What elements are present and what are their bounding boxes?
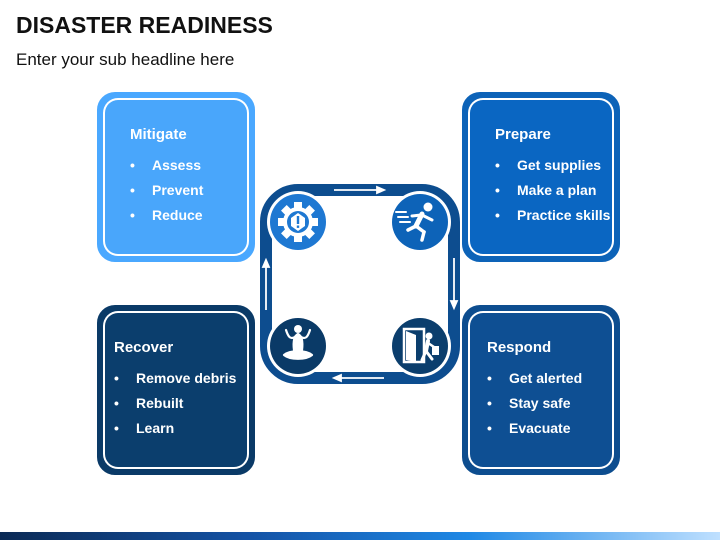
card-recover: Recover Remove debris Rebuilt Learn <box>97 305 255 475</box>
exit-door-icon <box>389 315 451 377</box>
list-item: Evacuate <box>487 416 617 441</box>
list-item: Stay safe <box>487 391 617 416</box>
card-mitigate: Mitigate Assess Prevent Reduce <box>97 92 255 262</box>
card-prepare: Prepare Get supplies Make a plan Practic… <box>462 92 620 262</box>
cycle-diagram <box>260 184 460 384</box>
gear-alert-icon <box>267 191 329 253</box>
list-item: Get alerted <box>487 366 617 391</box>
arrow-left-head <box>261 257 271 268</box>
meditation-icon <box>267 315 329 377</box>
arrow-bottom-head <box>331 373 342 383</box>
list-item: Remove debris <box>114 366 252 391</box>
card-list: Assess Prevent Reduce <box>130 153 252 228</box>
list-item: Reduce <box>130 203 252 228</box>
arrow-right-head <box>449 300 459 311</box>
list-item: Assess <box>130 153 252 178</box>
page-title: DISASTER READINESS <box>16 12 273 38</box>
list-item: Prevent <box>130 178 252 203</box>
card-list: Get alerted Stay safe Evacuate <box>487 366 617 441</box>
list-item: Make a plan <box>495 178 617 203</box>
footer-gradient-bar <box>0 532 720 540</box>
cycle-arrows <box>261 185 459 383</box>
card-title: Mitigate <box>130 126 187 143</box>
list-item: Practice skills <box>495 203 617 228</box>
running-person-icon <box>389 191 451 253</box>
card-list: Get supplies Make a plan Practice skills <box>495 153 617 228</box>
arrow-top-head <box>376 185 387 195</box>
card-title: Recover <box>114 339 174 356</box>
card-respond: Respond Get alerted Stay safe Evacuate <box>462 305 620 475</box>
card-list: Remove debris Rebuilt Learn <box>114 366 252 441</box>
page-subtitle: Enter your sub headline here <box>16 50 235 69</box>
card-title: Respond <box>487 339 552 356</box>
list-item: Get supplies <box>495 153 617 178</box>
card-title: Prepare <box>495 126 551 143</box>
list-item: Learn <box>114 416 252 441</box>
list-item: Rebuilt <box>114 391 252 416</box>
